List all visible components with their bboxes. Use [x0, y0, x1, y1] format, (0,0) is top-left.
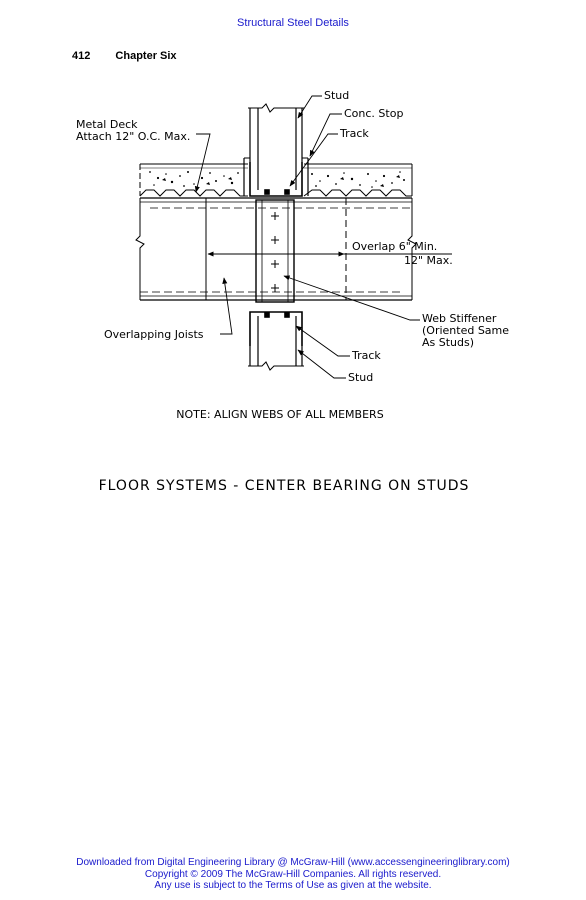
page-number: 412: [72, 50, 91, 62]
page-heading: 412 Chapter Six: [72, 50, 177, 62]
leader-track-bottom: [295, 325, 350, 357]
label-metal-deck-2: Attach 12" O.C. Max.: [76, 130, 190, 143]
joist: [135, 197, 417, 301]
joist-break-left: [135, 198, 145, 300]
lower-track-screw-left: [264, 312, 270, 318]
label-stud-top: Stud: [324, 89, 349, 102]
concrete-slab: [139, 163, 413, 197]
leader-stud-bottom: [297, 349, 346, 379]
label-metal-deck-1: Metal Deck: [76, 118, 138, 131]
floor-system-drawing: Stud Conc. Stop Track Metal Deck Attach …: [76, 89, 509, 494]
leader-metal-deck: [194, 133, 211, 193]
label-web-stiffener-1: Web Stiffener: [422, 312, 497, 325]
upper-stud: [248, 103, 304, 190]
label-overlap-1: Overlap 6" Min.: [352, 240, 437, 253]
drawing-note: NOTE: ALIGN WEBS OF ALL MEMBERS: [176, 408, 383, 421]
web-stiffener: [255, 199, 295, 303]
label-track-top: Track: [339, 127, 369, 140]
footer-download-line: Downloaded from Digital Engineering Libr…: [76, 857, 510, 868]
lower-track-screw-right: [284, 312, 290, 318]
concrete-aggregate: [149, 171, 405, 188]
site-header: Structural Steel Details: [237, 17, 349, 29]
footer: Downloaded from Digital Engineering Libr…: [0, 857, 586, 892]
track-screw-left: [264, 189, 270, 195]
joist-break-right: [407, 198, 417, 300]
drawing-labels: Stud Conc. Stop Track Metal Deck Attach …: [76, 89, 509, 384]
track-screw-right: [284, 189, 290, 195]
metal-deck-profile-right: [303, 189, 412, 197]
upper-track-channel: [249, 162, 303, 197]
drawing-title: FLOOR SYSTEMS - CENTER BEARING ON STUDS: [99, 478, 470, 494]
metal-deck-profile-left: [139, 189, 248, 197]
stud-break-bottom: [248, 361, 304, 371]
label-conc-stop: Conc. Stop: [344, 107, 403, 120]
label-web-stiffener-3: As Studs): [422, 336, 474, 349]
label-overlapping-joists: Overlapping Joists: [104, 328, 204, 341]
leader-web-stiffener: [283, 275, 420, 321]
label-stud-bottom: Stud: [348, 371, 373, 384]
footer-copyright-line: Copyright © 2009 The McGraw-Hill Compani…: [144, 868, 442, 880]
lower-stud: [248, 316, 304, 371]
chapter-title: Chapter Six: [115, 50, 177, 62]
footer-terms-line: Any use is subject to the Terms of Use a…: [154, 880, 432, 891]
leader-stud-top: [297, 95, 322, 119]
label-web-stiffener-2: (Oriented Same: [422, 324, 509, 337]
stud-break-top: [248, 103, 304, 113]
leaders: [194, 95, 420, 379]
leader-track-top: [289, 133, 338, 187]
leader-conc-stop: [309, 113, 342, 157]
stiffener-screws: [271, 212, 279, 292]
leader-overlapping-joists: [220, 277, 233, 335]
label-track-bottom: Track: [351, 349, 381, 362]
web-stiffener-outline: [255, 199, 295, 303]
upper-track: [243, 157, 309, 197]
label-overlap-2: 12" Max.: [404, 254, 453, 267]
